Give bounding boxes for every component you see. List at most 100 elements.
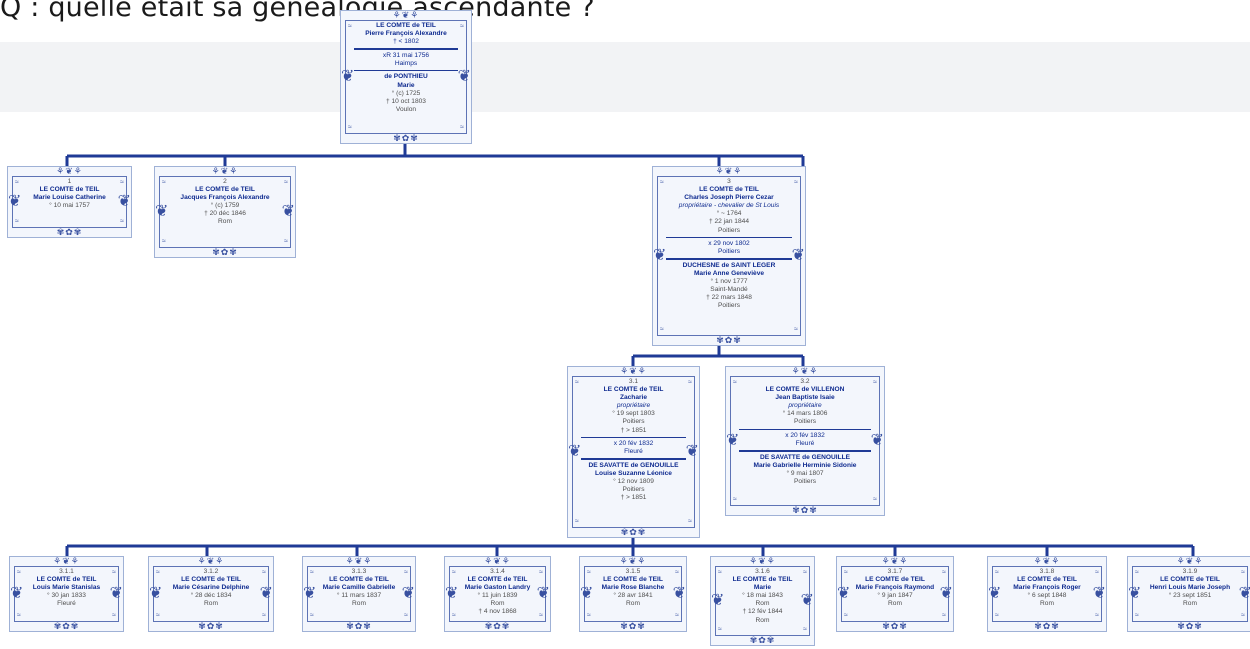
corner-flourish-icon: ≈ (587, 569, 591, 576)
person-surname: LE COMTE de TEIL (603, 576, 663, 584)
corner-flourish-icon: ≈ (120, 179, 124, 186)
card-frame (730, 376, 880, 506)
bottom-ornament-icon: ✾✿✾ (749, 635, 776, 645)
spouse-given-names: Marie (397, 81, 415, 89)
spouse-detail: ° (c) 1725 (391, 89, 421, 97)
left-scroll-ornament-icon: ❦ (445, 585, 459, 602)
corner-flourish-icon: ≈ (17, 612, 21, 619)
spouse-detail: † > 1851 (620, 494, 647, 502)
top-ornament-icon: ⚘❦⚘ (749, 556, 776, 566)
person-given-names: Louis Marie Stanislas (32, 584, 101, 592)
person-occupation: propriétaire (616, 402, 651, 410)
person-number: 3.1.3 (351, 568, 367, 575)
spouse-detail: Voulon (395, 105, 417, 113)
spouse-separator (354, 69, 458, 72)
person-given-names: Charles Joseph Pierre Cezar (684, 194, 774, 202)
left-scroll-ornament-icon: ❦ (8, 193, 22, 210)
person-surname: LE COMTE de TEIL (1160, 576, 1220, 584)
bottom-ornament-icon: ✾✿✾ (716, 335, 742, 345)
marriage-detail: xR 31 mai 1756 (382, 51, 430, 59)
person-number: 3.1.5 (625, 568, 641, 575)
card-frame (992, 566, 1102, 622)
person-given-names: Jean Baptiste Isaie (775, 394, 835, 402)
corner-flourish-icon: ≈ (452, 612, 456, 619)
right-scroll-ornament-icon: ❦ (401, 585, 415, 602)
person-detail: ° 11 mars 1837 (336, 592, 382, 600)
corner-flourish-icon: ≈ (688, 518, 692, 525)
bottom-ornament-icon: ✾✿✾ (393, 133, 419, 143)
right-scroll-ornament-icon: ❦ (109, 585, 123, 602)
left-scroll-ornament-icon: ❦ (568, 443, 582, 460)
corner-flourish-icon: ≈ (675, 569, 679, 576)
card-frame (584, 566, 682, 622)
corner-flourish-icon: ≈ (733, 496, 737, 503)
top-ornament-icon: ⚘❦⚘ (791, 366, 819, 376)
spouse-given-names: Marie Gabrielle Herminie Sidonie (753, 461, 857, 469)
corner-flourish-icon: ≈ (587, 612, 591, 619)
corner-flourish-icon: ≈ (17, 569, 21, 576)
card-frame (14, 566, 119, 622)
bottom-ornament-icon: ✾✿✾ (1177, 621, 1203, 631)
spouse-detail: ° 9 mai 1807 (786, 469, 824, 477)
left-scroll-ornament-icon: ❦ (711, 592, 725, 609)
person-surname: LE COMTE de TEIL (181, 576, 241, 584)
person-occupation: propriétaire (788, 402, 822, 410)
card-frame (657, 176, 801, 336)
corner-flourish-icon: ≈ (575, 379, 579, 386)
top-ornament-icon: ⚘❦⚘ (484, 556, 511, 566)
corner-flourish-icon: ≈ (156, 612, 160, 619)
corner-flourish-icon: ≈ (660, 179, 664, 186)
person-given-names: Marie François Raymond (855, 584, 935, 592)
corner-flourish-icon: ≈ (460, 23, 464, 30)
top-ornament-icon: ⚘❦⚘ (56, 166, 83, 176)
person-number: 3.1.7 (887, 568, 903, 575)
person-occupation: propriétaire - chevalier de St Louis (678, 202, 780, 210)
corner-flourish-icon: ≈ (404, 569, 408, 576)
corner-flourish-icon: ≈ (112, 612, 116, 619)
person-detail: Rom (888, 600, 902, 608)
right-scroll-ornament-icon: ❦ (281, 203, 295, 220)
marriage-detail: x 29 nov 1802 (708, 240, 750, 248)
person-detail: Fleuré (57, 600, 76, 608)
person-surname: LE COMTE de TEIL (376, 22, 436, 29)
corner-flourish-icon: ≈ (873, 496, 877, 503)
marriage-detail: Fleuré (624, 448, 643, 456)
person-detail: ° 10 mai 1757 (49, 202, 90, 210)
left-scroll-ornament-icon: ❦ (341, 68, 355, 85)
spouse-detail: Poitiers (622, 486, 645, 494)
corner-flourish-icon: ≈ (803, 626, 807, 633)
right-scroll-ornament-icon: ❦ (259, 585, 273, 602)
corner-flourish-icon: ≈ (1095, 612, 1099, 619)
corner-flourish-icon: ≈ (156, 569, 160, 576)
person-given-names: Marie Rose Blanche (601, 584, 665, 592)
corner-flourish-icon: ≈ (844, 569, 848, 576)
person-number: 1 (67, 178, 72, 185)
bottom-ornament-icon: ✾✿✾ (56, 227, 83, 237)
card-frame (572, 376, 695, 528)
right-scroll-ornament-icon: ❦ (457, 68, 471, 85)
bottom-ornament-icon: ✾✿✾ (792, 505, 818, 515)
right-scroll-ornament-icon: ❦ (1092, 585, 1106, 602)
card-frame (307, 566, 411, 622)
